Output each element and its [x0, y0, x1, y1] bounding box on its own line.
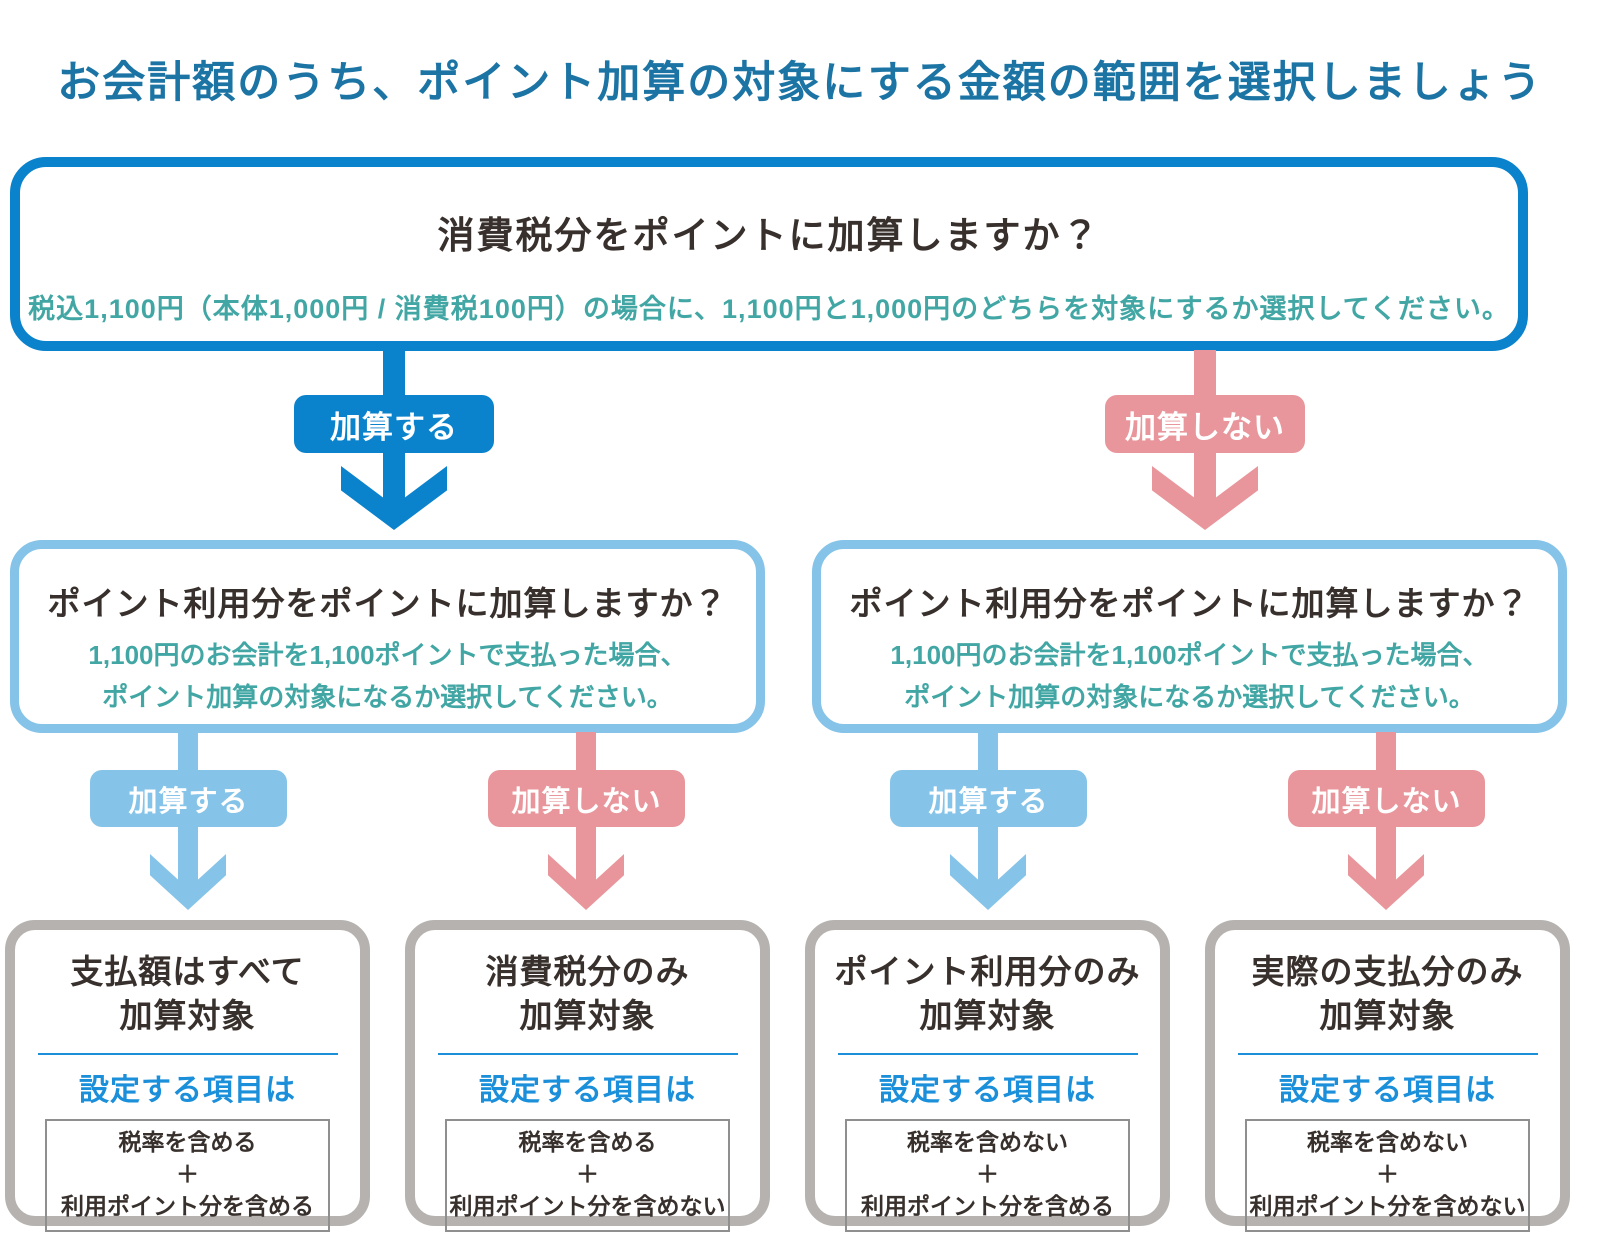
question-subtitle-line2: ポイント加算の対象になるか選択してください。 — [904, 681, 1475, 712]
result-title-line2: 加算対象 — [519, 996, 656, 1034]
plus-sign: ＋ — [576, 1160, 599, 1187]
result-box-all-payment: 支払額はすべて 加算対象 設定する項目は 税率を含める ＋ 利用ポイント分を含め… — [5, 920, 370, 1233]
settings-label: 設定する項目は — [479, 1074, 696, 1108]
settings-items: 税率を含める ＋ 利用ポイント分を含めない — [445, 1119, 730, 1233]
settings-item-1: 税率を含める — [518, 1129, 657, 1156]
settings-item-1: 税率を含めない — [907, 1129, 1068, 1156]
result-title-line1: ポイント利用分のみ — [834, 953, 1141, 990]
settings-item-1: 税率を含める — [118, 1129, 257, 1156]
settings-items: 税率を含めない ＋ 利用ポイント分を含める — [845, 1119, 1130, 1233]
root-question-box: 消費税分をポイントに加算しますか？ 税込1,100円（本体1,000円 / 消費… — [10, 157, 1528, 351]
result-title: 実際の支払分のみ 加算対象 — [1215, 950, 1560, 1037]
plus-sign: ＋ — [976, 1160, 999, 1187]
root-question-title: 消費税分をポイントに加算しますか？ — [437, 215, 1101, 256]
question-title: ポイント利用分をポイントに加算しますか？ — [849, 585, 1530, 622]
arrow-tax-add — [341, 350, 447, 530]
settings-label: 設定する項目は — [879, 1074, 1096, 1108]
label-points-add-left: 加算する — [90, 770, 287, 827]
divider — [437, 1053, 738, 1056]
question-subtitle-line1: 1,100円のお会計を1,100ポイントで支払った場合、 — [88, 640, 687, 670]
label-points-noadd-left: 加算しない — [488, 770, 685, 827]
question-title: ポイント利用分をポイントに加算しますか？ — [47, 585, 728, 622]
question-subtitle-line1: 1,100円のお会計を1,100ポイントで支払った場合、 — [890, 640, 1489, 670]
result-title-line2: 加算対象 — [119, 996, 256, 1034]
settings-label: 設定する項目は — [1279, 1074, 1496, 1108]
question-subtitle-line2: ポイント加算の対象になるか選択してください。 — [102, 681, 673, 712]
root-question-subtitle: 税込1,100円（本体1,000円 / 消費税100円）の場合に、1,100円と… — [28, 294, 1510, 324]
label-tax-noadd: 加算しない — [1105, 395, 1305, 453]
divider — [1237, 1053, 1538, 1056]
result-box-tax-only: 消費税分のみ 加算対象 設定する項目は 税率を含める ＋ 利用ポイント分を含めな… — [405, 920, 770, 1233]
result-title: 消費税分のみ 加算対象 — [415, 950, 760, 1037]
arrow-tax-noadd — [1152, 350, 1258, 530]
result-title-line2: 加算対象 — [919, 996, 1056, 1034]
settings-item-2: 利用ポイント分を含める — [861, 1192, 1114, 1219]
settings-items: 税率を含めない ＋ 利用ポイント分を含めない — [1245, 1119, 1530, 1233]
label-points-add-right: 加算する — [890, 770, 1087, 827]
divider — [837, 1053, 1138, 1056]
label-points-noadd-right: 加算しない — [1288, 770, 1485, 827]
result-box-points-only: ポイント利用分のみ 加算対象 設定する項目は 税率を含めない ＋ 利用ポイント分… — [805, 920, 1170, 1233]
settings-label: 設定する項目は — [79, 1074, 296, 1108]
result-box-actual-only: 実際の支払分のみ 加算対象 設定する項目は 税率を含めない ＋ 利用ポイント分を… — [1205, 920, 1570, 1233]
question-box-points-right: ポイント利用分をポイントに加算しますか？ 1,100円のお会計を1,100ポイン… — [812, 540, 1567, 733]
settings-item-2: 利用ポイント分を含めない — [1249, 1192, 1526, 1219]
settings-items: 税率を含める ＋ 利用ポイント分を含める — [45, 1119, 330, 1233]
settings-item-1: 税率を含めない — [1307, 1129, 1468, 1156]
page-title: お会計額のうち、ポイント加算の対象にする金額の範囲を選択しましょう — [57, 59, 1543, 107]
settings-item-2: 利用ポイント分を含める — [61, 1192, 314, 1219]
result-title-line2: 加算対象 — [1319, 996, 1456, 1034]
label-tax-add: 加算する — [294, 395, 494, 453]
result-title-line1: 支払額はすべて — [70, 953, 305, 990]
result-title-line1: 消費税分のみ — [485, 953, 690, 990]
result-title-line1: 実際の支払分のみ — [1251, 953, 1524, 990]
question-box-points-left: ポイント利用分をポイントに加算しますか？ 1,100円のお会計を1,100ポイン… — [10, 540, 765, 733]
settings-item-2: 利用ポイント分を含めない — [449, 1192, 726, 1219]
result-title: ポイント利用分のみ 加算対象 — [815, 950, 1160, 1037]
result-title: 支払額はすべて 加算対象 — [15, 950, 360, 1037]
plus-sign: ＋ — [1376, 1160, 1399, 1187]
plus-sign: ＋ — [176, 1160, 199, 1187]
divider — [37, 1053, 338, 1056]
